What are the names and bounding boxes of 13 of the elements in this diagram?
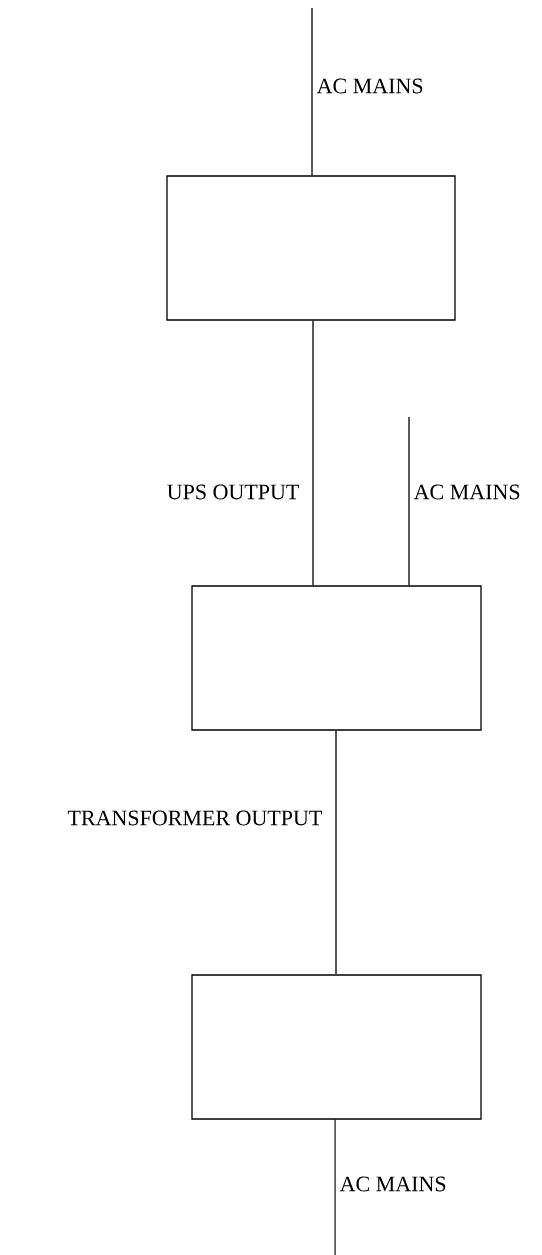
connection-line <box>311 7 313 176</box>
edge-label: AC MAINS <box>339 1176 446 1192</box>
connection-line <box>335 730 337 975</box>
edge-label: TRANSFORMER OUTPUT <box>67 810 322 826</box>
connection-line <box>312 320 314 586</box>
block-box <box>166 175 456 321</box>
edge-label: AC MAINS <box>316 78 423 94</box>
block-box <box>191 585 482 731</box>
connection-line <box>334 1119 336 1255</box>
block-box <box>191 974 482 1120</box>
edge-label: AC MAINS <box>413 484 520 500</box>
connection-line <box>408 416 410 586</box>
edge-label: UPS OUTPUT <box>167 484 299 500</box>
